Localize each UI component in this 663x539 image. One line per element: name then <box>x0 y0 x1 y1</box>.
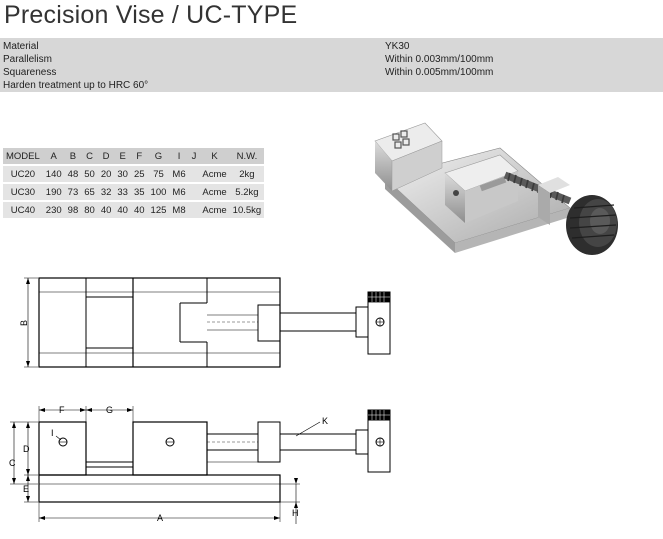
header-c: C <box>81 148 98 164</box>
cell: 100 <box>147 184 170 200</box>
cell: 33 <box>114 184 131 200</box>
knob <box>566 195 618 255</box>
header-a: A <box>42 148 65 164</box>
cell: 40 <box>97 202 115 218</box>
cell: M6 <box>169 166 189 182</box>
cell: 230 <box>42 202 65 218</box>
spec-row: Harden treatment up to HRC 60° <box>0 79 663 92</box>
cell: 73 <box>64 184 82 200</box>
front-view <box>10 406 391 524</box>
model-dimensions-table: MODEL A B C D E F G I J K N.W. UC20 140 … <box>3 146 265 220</box>
dim-label-d: D <box>23 444 30 454</box>
spec-label: Squareness <box>3 67 57 78</box>
cell: M6 <box>169 184 189 200</box>
cell: UC40 <box>3 202 43 218</box>
cell: UC30 <box>3 184 43 200</box>
cell: 40 <box>114 202 131 218</box>
cell: 125 <box>147 202 170 218</box>
lead-screw <box>503 171 572 205</box>
dim-label-c: C <box>9 458 16 468</box>
dim-label-f: F <box>59 405 65 415</box>
dim-label-b: B <box>19 320 29 326</box>
header-e: E <box>114 148 131 164</box>
spec-label: Material <box>3 41 39 52</box>
specifications-panel: Material YK30 Parallelism Within 0.003mm… <box>0 38 663 92</box>
cell: 50 <box>81 166 98 182</box>
product-photo <box>374 122 618 255</box>
cell <box>188 202 200 218</box>
spec-row: Squareness Within 0.005mm/100mm <box>0 66 663 79</box>
cell: 48 <box>64 166 82 182</box>
header-b: B <box>64 148 82 164</box>
top-view <box>24 277 391 368</box>
cell: 25 <box>130 166 148 182</box>
cell: 32 <box>97 184 115 200</box>
dim-label-i: I <box>51 428 54 438</box>
technical-drawing: B F G K I D C E A H <box>9 277 391 524</box>
knob-knurl <box>367 291 391 303</box>
cell: Acme <box>199 166 230 182</box>
cell: 40 <box>130 202 148 218</box>
header-k: K <box>199 148 230 164</box>
header-f: F <box>130 148 148 164</box>
table-row: UC30 190 73 65 32 33 35 100 M6 Acme 5.2k… <box>3 184 265 200</box>
header-i: I <box>169 148 189 164</box>
table-row: UC40 230 98 80 40 40 40 125 M8 Acme 10.5… <box>3 202 265 218</box>
header-g: G <box>147 148 170 164</box>
dim-label-k: K <box>322 416 328 426</box>
spec-row: Material YK30 <box>0 40 663 53</box>
header-d: D <box>97 148 115 164</box>
cell: 98 <box>64 202 82 218</box>
cell: 190 <box>42 184 65 200</box>
spec-value: Within 0.003mm/100mm <box>385 54 494 65</box>
knob-knurl <box>367 409 391 421</box>
cell: UC20 <box>3 166 43 182</box>
header-nw: N.W. <box>229 148 265 164</box>
spec-value: YK30 <box>385 41 410 52</box>
cell <box>188 184 200 200</box>
table-header-row: MODEL A B C D E F G I J K N.W. <box>3 148 265 164</box>
spec-row: Parallelism Within 0.003mm/100mm <box>0 53 663 66</box>
cell: Acme <box>199 202 230 218</box>
page-title: Precision Vise / UC-TYPE <box>4 1 298 29</box>
dim-label-e: E <box>23 484 29 494</box>
cell: 30 <box>114 166 131 182</box>
spec-value: Within 0.005mm/100mm <box>385 67 494 78</box>
cell: 2kg <box>229 166 265 182</box>
cell: M8 <box>169 202 189 218</box>
header-j: J <box>188 148 200 164</box>
table-row: UC20 140 48 50 20 30 25 75 M6 Acme 2kg <box>3 166 265 182</box>
cell: 140 <box>42 166 65 182</box>
cell <box>188 166 200 182</box>
cell: 65 <box>81 184 98 200</box>
cell: 5.2kg <box>229 184 265 200</box>
spec-label: Parallelism <box>3 54 52 65</box>
spec-label: Harden treatment up to HRC 60° <box>3 80 149 91</box>
brand-logo <box>392 130 410 149</box>
cell: 35 <box>130 184 148 200</box>
dim-label-a: A <box>157 513 163 523</box>
header-model: MODEL <box>3 148 43 164</box>
dim-label-g: G <box>106 405 113 415</box>
dim-label-h: H <box>292 508 299 518</box>
cell: 10.5kg <box>229 202 265 218</box>
cell: 75 <box>147 166 170 182</box>
cell: 80 <box>81 202 98 218</box>
cell: Acme <box>199 184 230 200</box>
cell: 20 <box>97 166 115 182</box>
